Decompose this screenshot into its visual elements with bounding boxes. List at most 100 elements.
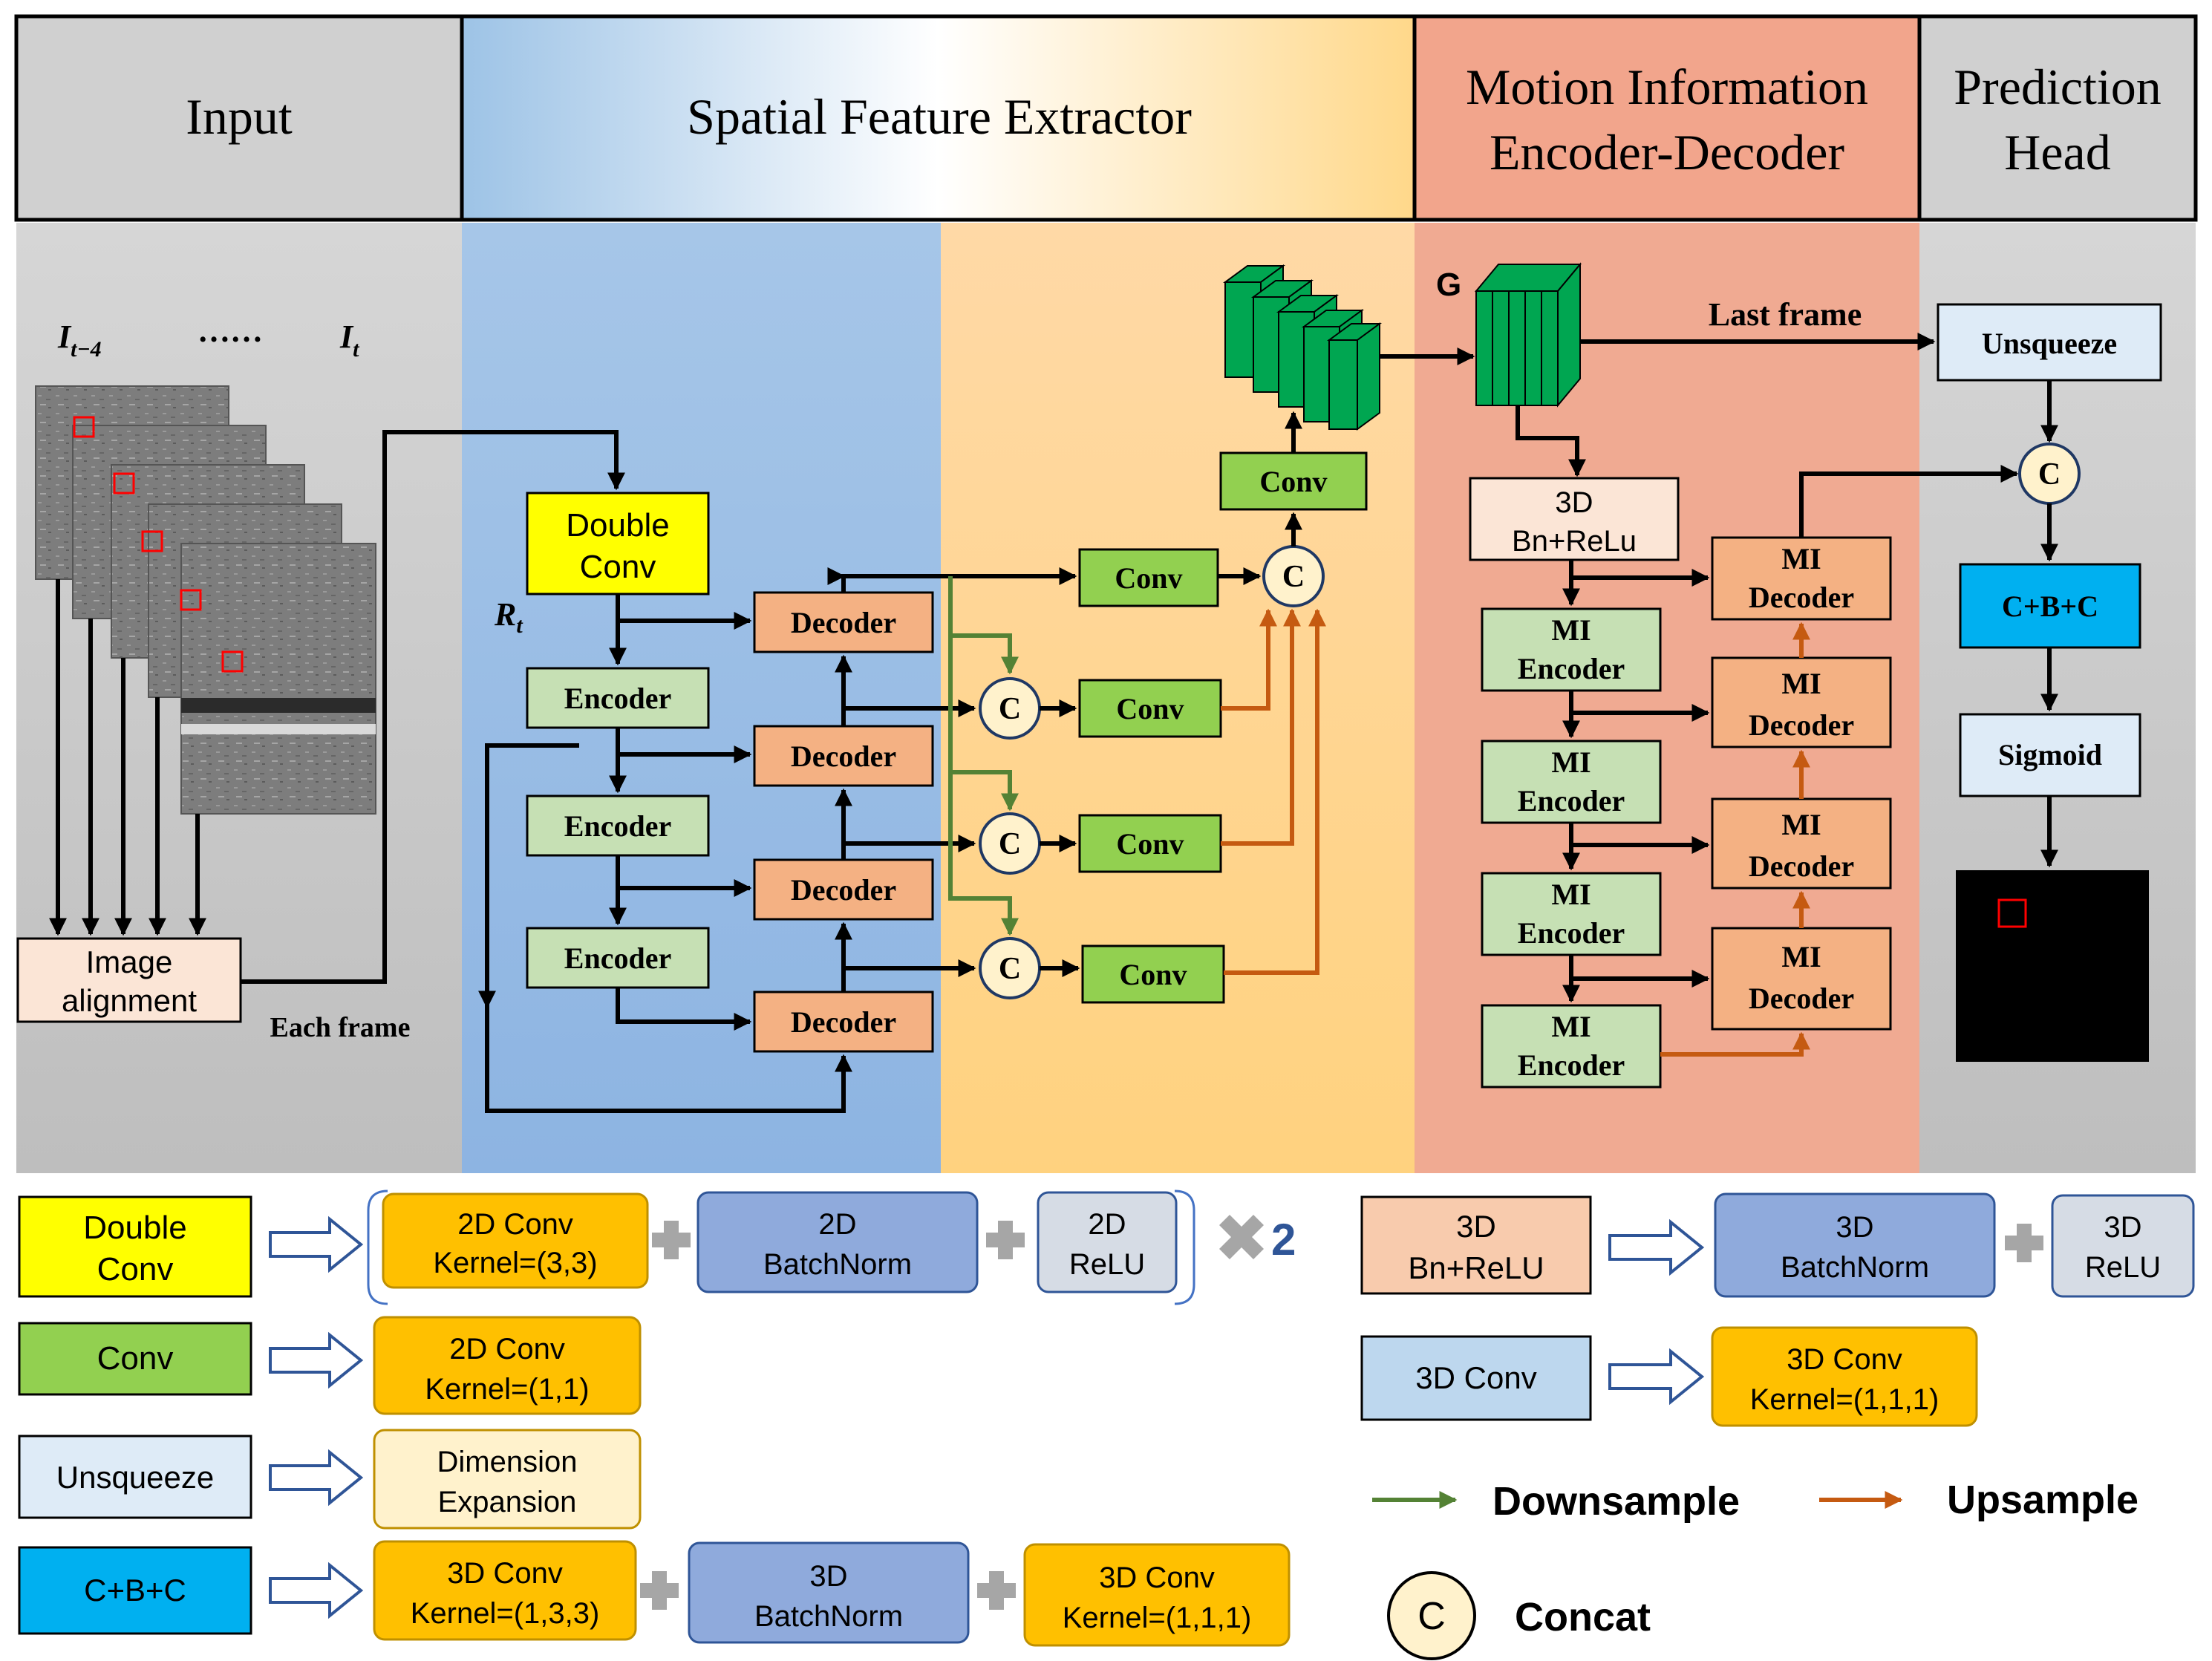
sfe-conv-1: Conv: [1078, 679, 1222, 738]
legend-bn-relu-3d: 3D Bn+ReLU: [1360, 1195, 1592, 1295]
head-concat: C: [2018, 443, 2081, 505]
svg-text:Encoder: Encoder: [564, 809, 671, 843]
svg-text:3D: 3D: [1555, 486, 1593, 519]
svg-text:MI: MI: [1551, 745, 1591, 779]
mi-encoder-2: MI Encoder: [1481, 740, 1662, 824]
svg-text:C: C: [2038, 457, 2061, 492]
mi-encoder-1: MI Encoder: [1481, 607, 1662, 692]
svg-text:MI: MI: [1781, 940, 1821, 973]
section-title-spatial: Spatial Feature Extractor: [687, 88, 1192, 145]
svg-text:ReLU: ReLU: [2085, 1251, 2161, 1284]
image-alignment-label-1: Image: [86, 944, 173, 979]
legend-upsample: Upsample: [1819, 1478, 2138, 1522]
svg-text:Unsqueeze: Unsqueeze: [1982, 327, 2117, 360]
svg-text:Encoder: Encoder: [564, 942, 671, 975]
mi-decoder-2: MI Decoder: [1711, 656, 1892, 748]
svg-text:Conv: Conv: [97, 1251, 174, 1288]
encoder-2: Encoder: [526, 794, 710, 857]
legend-bn3d-2: 3D BatchNorm: [688, 1541, 970, 1644]
legend-conv2d-k11: 2D Conv Kernel=(1,1): [373, 1316, 642, 1415]
legend-concat: C Concat: [1387, 1571, 1651, 1660]
svg-text:Encoder: Encoder: [564, 682, 671, 715]
svg-text:Kernel=(1,1): Kernel=(1,1): [425, 1373, 589, 1406]
svg-text:Decoder: Decoder: [791, 740, 896, 773]
svg-text:C: C: [1417, 1595, 1446, 1638]
double-conv-label-2: Conv: [580, 549, 656, 585]
svg-text:Kernel=(1,1,1): Kernel=(1,1,1): [1063, 1602, 1252, 1634]
legend-unsqueeze: Unsqueeze: [18, 1435, 252, 1519]
legend-relu2d: 2D ReLU: [1037, 1191, 1178, 1293]
svg-text:Decoder: Decoder: [1749, 708, 1854, 742]
svg-text:Conv: Conv: [1116, 692, 1184, 725]
svg-text:3D Conv: 3D Conv: [1415, 1360, 1536, 1395]
section-title-motion-2: Encoder-Decoder: [1490, 124, 1844, 180]
svg-text:Decoder: Decoder: [1749, 581, 1854, 614]
svg-text:Expansion: Expansion: [438, 1486, 577, 1518]
sfe-concat-3: C: [979, 937, 1041, 999]
frame-label-last: It: [339, 319, 360, 362]
svg-text:C+B+C: C+B+C: [2002, 590, 2098, 623]
svg-text:BatchNorm: BatchNorm: [763, 1248, 912, 1281]
svg-text:Unsqueeze: Unsqueeze: [56, 1460, 214, 1495]
legend-conv2d-k33: 2D Conv Kernel=(3,3): [382, 1192, 649, 1289]
legend-bn2d: 2D BatchNorm: [696, 1191, 979, 1293]
sigmoid-block: Sigmoid: [1959, 713, 2141, 797]
svg-text:Dimension: Dimension: [437, 1446, 578, 1478]
svg-text:BatchNorm: BatchNorm: [754, 1600, 903, 1633]
svg-text:Sigmoid: Sigmoid: [1998, 738, 2102, 771]
double-conv-block: [526, 492, 710, 595]
prediction-head: Unsqueeze C C+B+C Sigmoid: [1937, 303, 2162, 1062]
svg-text:Conv: Conv: [97, 1340, 174, 1377]
decoder-3: Decoder: [753, 858, 934, 921]
decoder-2: Decoder: [753, 725, 934, 787]
svg-text:3D Conv: 3D Conv: [447, 1557, 563, 1590]
svg-text:C: C: [999, 952, 1021, 986]
svg-text:2D Conv: 2D Conv: [449, 1333, 565, 1365]
svg-text:3D: 3D: [2104, 1211, 2141, 1244]
svg-text:Bn+ReLu: Bn+ReLu: [1512, 525, 1637, 558]
sfe-concat-top: C: [1262, 545, 1325, 607]
input-frame-stack: [35, 385, 376, 815]
svg-text:C+B+C: C+B+C: [84, 1573, 186, 1608]
legend-double-conv: Double Conv: [18, 1195, 252, 1298]
legend-conv3d-k111: 3D Conv Kernel=(1,1,1): [1711, 1326, 1978, 1427]
header-row: Input Spatial Feature Extractor Motion I…: [14, 14, 2198, 222]
svg-text:3D: 3D: [1456, 1209, 1496, 1244]
svg-text:2D: 2D: [1088, 1208, 1126, 1241]
svg-text:Conv: Conv: [1115, 561, 1182, 595]
svg-text:Kernel=(1,1,1): Kernel=(1,1,1): [1750, 1383, 1939, 1416]
svg-text:Encoder: Encoder: [1518, 1048, 1625, 1082]
svg-text:MI: MI: [1551, 878, 1591, 911]
decoder-1: Decoder: [753, 591, 934, 653]
svg-text:Encoder: Encoder: [1518, 916, 1625, 950]
svg-text:Decoder: Decoder: [1749, 982, 1854, 1015]
decoder-4: Decoder: [753, 991, 934, 1053]
svg-text:Downsample: Downsample: [1492, 1479, 1740, 1524]
svg-text:Decoder: Decoder: [791, 606, 896, 639]
section-title-input: Input: [186, 88, 293, 145]
frame-ellipsis: ……: [198, 313, 263, 349]
sfe-conv-final: Conv: [1219, 451, 1368, 511]
svg-text:Kernel=(1,3,3): Kernel=(1,3,3): [411, 1597, 600, 1630]
section-title-head-1: Prediction: [1954, 59, 2162, 115]
legend-conv: Conv: [18, 1322, 252, 1396]
each-frame-label: Each frame: [270, 1012, 411, 1043]
legend-downsample: Downsample: [1372, 1479, 1740, 1524]
double-conv-label-1: Double: [566, 507, 669, 544]
bn-relu-3d-block: 3D Bn+ReLu: [1469, 477, 1680, 561]
sfe-concat-1: C: [979, 677, 1041, 740]
mi-decoder-1: MI Decoder: [1711, 536, 1892, 621]
svg-text:2D Conv: 2D Conv: [457, 1208, 573, 1241]
section-title-head-2: Head: [2004, 124, 2110, 180]
mi-decoder-3: MI Decoder: [1711, 797, 1892, 890]
svg-text:C: C: [999, 692, 1021, 726]
svg-text:Bn+ReLU: Bn+ReLU: [1408, 1250, 1544, 1285]
svg-text:Concat: Concat: [1515, 1595, 1651, 1639]
legend-conv3d: 3D Conv: [1360, 1335, 1592, 1421]
svg-text:MI: MI: [1781, 808, 1821, 841]
svg-text:3D Conv: 3D Conv: [1787, 1343, 1902, 1376]
legend-dim-expansion: Dimension Expansion: [373, 1429, 642, 1530]
svg-text:MI: MI: [1781, 667, 1821, 700]
svg-text:C: C: [1282, 560, 1305, 594]
